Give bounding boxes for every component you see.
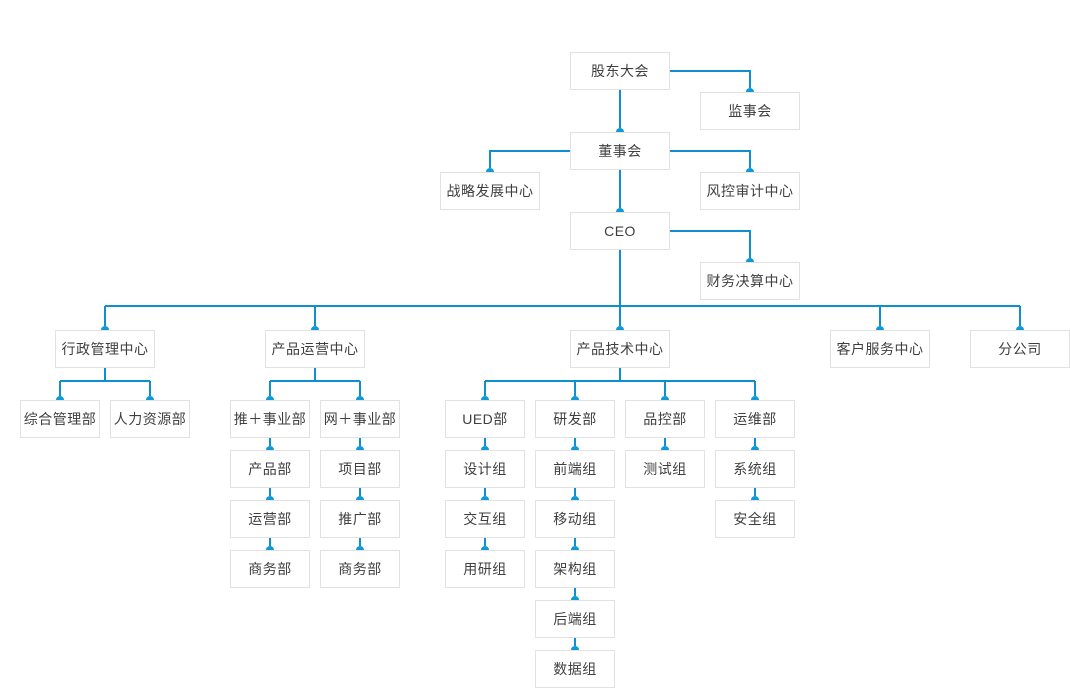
org-node-label: 运营部 xyxy=(248,511,292,527)
org-node-label: 安全组 xyxy=(733,511,777,527)
org-node[interactable]: 分公司 xyxy=(970,330,1070,368)
org-node[interactable]: 推广部 xyxy=(320,500,400,538)
org-node[interactable]: 前端组 xyxy=(535,450,615,488)
org-node-label: 监事会 xyxy=(728,103,772,119)
org-node[interactable]: UED部 xyxy=(445,400,525,438)
org-node[interactable]: 人力资源部 xyxy=(110,400,190,438)
org-node[interactable]: CEO xyxy=(570,212,670,250)
org-node[interactable]: 商务部 xyxy=(320,550,400,588)
org-node-label: 董事会 xyxy=(598,143,642,159)
org-node[interactable]: 测试组 xyxy=(625,450,705,488)
org-node[interactable]: 客户服务中心 xyxy=(830,330,930,368)
org-node[interactable]: 项目部 xyxy=(320,450,400,488)
org-node[interactable]: 产品技术中心 xyxy=(570,330,670,368)
org-node-label: 客户服务中心 xyxy=(836,341,924,357)
org-node-label: 设计组 xyxy=(463,461,507,477)
org-node-label: 研发部 xyxy=(553,411,597,427)
org-node-label: 项目部 xyxy=(338,461,382,477)
org-node[interactable]: 设计组 xyxy=(445,450,525,488)
org-node[interactable]: 系统组 xyxy=(715,450,795,488)
org-node-label: 测试组 xyxy=(643,461,687,477)
org-node[interactable]: 运营部 xyxy=(230,500,310,538)
org-node-label: 产品部 xyxy=(248,461,292,477)
org-node[interactable]: 综合管理部 xyxy=(20,400,100,438)
org-node[interactable]: 股东大会 xyxy=(570,52,670,90)
org-node[interactable]: 数据组 xyxy=(535,650,615,688)
org-node[interactable]: 战略发展中心 xyxy=(440,172,540,210)
org-node[interactable]: 风控审计中心 xyxy=(700,172,800,210)
org-node-label: 系统组 xyxy=(733,461,777,477)
org-node-label: 品控部 xyxy=(643,411,687,427)
org-node-label: 风控审计中心 xyxy=(706,183,794,199)
org-node[interactable]: 产品运营中心 xyxy=(265,330,365,368)
org-node-label: 人力资源部 xyxy=(113,411,187,427)
org-node-label: 交互组 xyxy=(463,511,507,527)
org-node[interactable]: 安全组 xyxy=(715,500,795,538)
org-node-label: 前端组 xyxy=(553,461,597,477)
org-node-label: 推广部 xyxy=(338,511,382,527)
org-node-label: 数据组 xyxy=(553,661,597,677)
org-node-label: UED部 xyxy=(462,411,508,427)
org-node-label: 商务部 xyxy=(248,561,292,577)
org-node-label: 网＋事业部 xyxy=(323,411,397,427)
org-node-label: 股东大会 xyxy=(591,63,649,79)
org-node[interactable]: 财务决算中心 xyxy=(700,262,800,300)
org-node-label: 推＋事业部 xyxy=(233,411,307,427)
org-node-label: CEO xyxy=(604,223,636,239)
org-node[interactable]: 网＋事业部 xyxy=(320,400,400,438)
org-node[interactable]: 推＋事业部 xyxy=(230,400,310,438)
org-node[interactable]: 监事会 xyxy=(700,92,800,130)
org-node[interactable]: 用研组 xyxy=(445,550,525,588)
org-node[interactable]: 行政管理中心 xyxy=(55,330,155,368)
org-node-label: 后端组 xyxy=(553,611,597,627)
org-node-label: 运维部 xyxy=(733,411,777,427)
org-node[interactable]: 架构组 xyxy=(535,550,615,588)
org-node-label: 产品技术中心 xyxy=(576,341,664,357)
org-node-label: 财务决算中心 xyxy=(706,273,794,289)
org-node[interactable]: 董事会 xyxy=(570,132,670,170)
org-node-label: 战略发展中心 xyxy=(446,183,534,199)
org-node[interactable]: 运维部 xyxy=(715,400,795,438)
org-node[interactable]: 交互组 xyxy=(445,500,525,538)
org-node-label: 移动组 xyxy=(553,511,597,527)
org-node-label: 行政管理中心 xyxy=(61,341,149,357)
org-node[interactable]: 后端组 xyxy=(535,600,615,638)
org-node-label: 分公司 xyxy=(998,341,1042,357)
org-node[interactable]: 移动组 xyxy=(535,500,615,538)
org-node[interactable]: 产品部 xyxy=(230,450,310,488)
org-node[interactable]: 品控部 xyxy=(625,400,705,438)
org-node[interactable]: 研发部 xyxy=(535,400,615,438)
org-node-label: 产品运营中心 xyxy=(271,341,359,357)
org-node[interactable]: 商务部 xyxy=(230,550,310,588)
org-node-label: 用研组 xyxy=(463,561,507,577)
org-node-label: 商务部 xyxy=(338,561,382,577)
org-node-label: 架构组 xyxy=(553,561,597,577)
org-node-label: 综合管理部 xyxy=(23,411,97,427)
